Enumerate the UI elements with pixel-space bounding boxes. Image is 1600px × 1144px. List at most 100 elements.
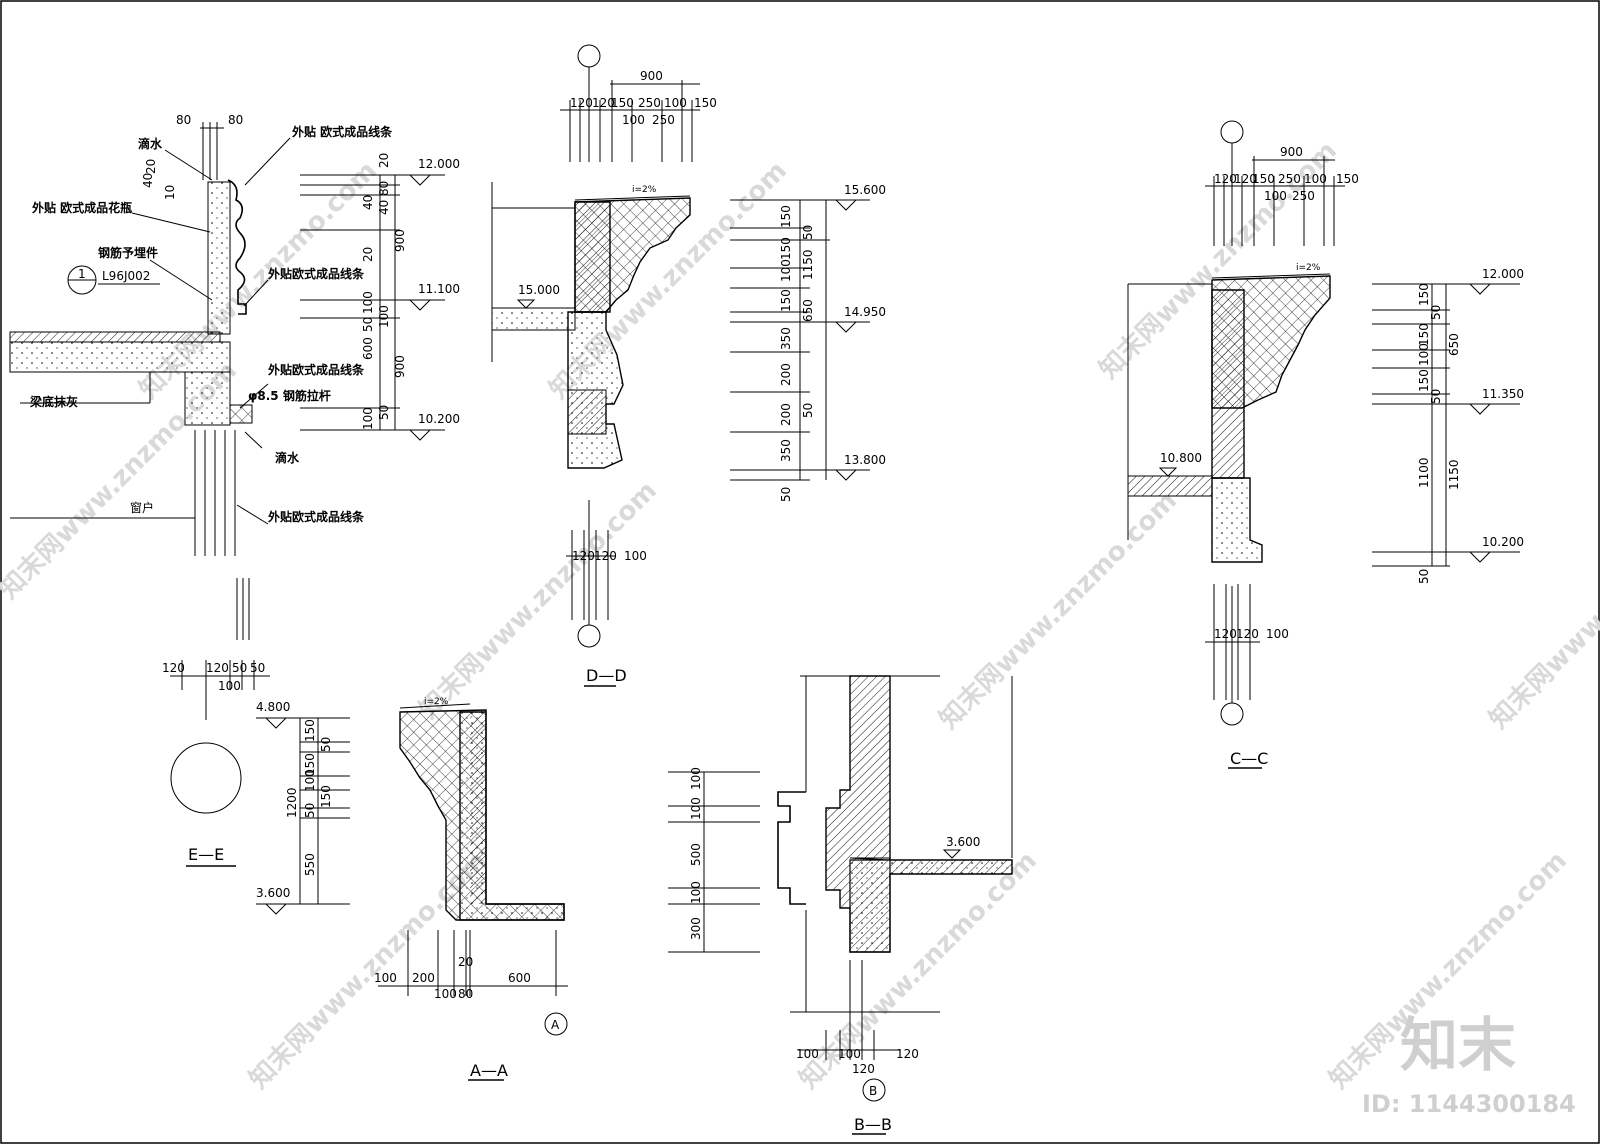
dim-vertical: 500 <box>689 843 703 866</box>
dim-vertical: 50 <box>1429 305 1443 320</box>
brand-logo-text: 知末 <box>1400 1011 1516 1079</box>
section-title: C—C <box>1230 749 1268 768</box>
dim-vertical: 50 <box>1429 389 1443 404</box>
axis-bubble <box>577 624 601 648</box>
dim-vertical: 100 <box>303 769 317 792</box>
dim-top: 120 <box>570 96 593 110</box>
dim-bottom: 120 <box>896 1047 919 1061</box>
elevation-mark: 11.100 <box>418 282 460 296</box>
dim-bottom: 200 <box>412 971 435 985</box>
dim-chain-left: 20 80 40 40 20 100 50 600 100 50 100 900… <box>300 153 445 431</box>
elevation-mark: 10.200 <box>418 412 460 426</box>
dim-top: 80 <box>228 113 243 127</box>
dim-vertical: 100 <box>689 881 703 904</box>
dim-vertical: 200 <box>779 363 793 386</box>
elevation-mark: 11.350 <box>1482 387 1524 401</box>
dim-vertical: 50 <box>377 405 391 420</box>
dim-vertical: 150 <box>779 205 793 228</box>
label-strip-bottom: 外贴欧式成品线条 <box>268 509 365 524</box>
label-strip-lower: 外贴欧式成品线条 <box>268 362 365 377</box>
dim-top: 150 <box>611 96 634 110</box>
watermark: 知末网www.znzmo.com <box>934 486 1183 735</box>
label-drip-bottom: 滴水 <box>275 450 300 465</box>
column-section-circle <box>170 742 242 814</box>
dim-top: 100 <box>1304 172 1327 186</box>
elevation-mark: 15.000 <box>518 283 560 297</box>
dim-vertical: 150 <box>303 719 317 742</box>
dim-top: 900 <box>1280 145 1303 159</box>
dim-top: 100 <box>1264 189 1287 203</box>
label-cornice-strip-top: 外贴 欧式成品线条 <box>292 124 393 139</box>
dim-bottom: 120 <box>594 549 617 563</box>
elevation-mark: 13.800 <box>844 453 886 467</box>
dim-vertical: 1100 <box>1417 457 1431 488</box>
section-title: B—B <box>854 1115 892 1134</box>
dim-vertical: 300 <box>689 917 703 940</box>
section-ee: 120 120 50 50 100 E—E 150 150 100 50 50 … <box>162 660 350 915</box>
elevation-mark: 12.000 <box>418 157 460 171</box>
label-drip-top: 滴水 <box>138 136 163 151</box>
section-dd: 900 120 120 150 250 100 150 100 250 i=2%… <box>491 44 886 687</box>
dim-top: 250 <box>638 96 661 110</box>
dim-vertical: 50 <box>801 225 815 240</box>
dim-vertical: 50 <box>779 487 793 502</box>
elevation-mark: 10.800 <box>1160 451 1202 465</box>
dim-vertical: 150 <box>779 289 793 312</box>
section-title: D—D <box>586 666 627 685</box>
label-rebar-tie: φ8.5 钢筋拉杆 <box>248 388 331 403</box>
dim-bottom: 100 <box>1266 627 1289 641</box>
watermark: 知末网www.znzmo.com <box>414 476 663 725</box>
dim-vertical: 50 <box>303 803 317 818</box>
dim-vertical: 50 <box>319 737 333 752</box>
dim-vertical: 100 <box>689 767 703 790</box>
dim-small: 20 <box>144 159 158 174</box>
dim-vertical: 150 <box>779 237 793 260</box>
slope-label: i=2% <box>424 697 449 707</box>
axis-label: B <box>869 1084 877 1098</box>
dim-vertical: 20 <box>361 247 375 262</box>
dim-vertical: 40 <box>361 195 375 210</box>
dim-vertical: 900 <box>393 355 407 378</box>
axis-bubble <box>1220 702 1244 726</box>
dim-vertical: 1150 <box>1447 459 1461 490</box>
dim-vertical: 50 <box>801 403 815 418</box>
dim-vertical: 50 <box>361 317 375 332</box>
dim-top: 100 <box>664 96 687 110</box>
dim-top: 120 <box>162 661 185 675</box>
dim-vertical: 650 <box>801 299 815 322</box>
dim-bottom: 100 <box>624 549 647 563</box>
dim-bottom: 80 <box>458 987 473 1001</box>
dim-top: 900 <box>640 69 663 83</box>
axis-bubble <box>577 44 601 68</box>
dim-vertical: 150 <box>319 785 333 808</box>
dim-vertical: 100 <box>377 305 391 328</box>
label-strip-mid: 外贴欧式成品线条 <box>268 266 365 281</box>
dim-bottom: 100 <box>796 1047 819 1061</box>
elevation-mark: 14.950 <box>844 305 886 319</box>
dim-small: 40 <box>141 173 155 188</box>
dim-vertical: 550 <box>303 853 317 876</box>
dim-vertical: 150 <box>1417 369 1431 392</box>
image-id-text: ID: 1144300184 <box>1362 1090 1576 1118</box>
label-flower-panel: 外贴 欧式成品花瓶 <box>32 200 132 215</box>
dim-vertical: 150 <box>1417 323 1431 346</box>
watermark: 知末网www.znzmo.com <box>1484 486 1600 735</box>
elevation-mark: 10.200 <box>1482 535 1524 549</box>
detail-ref-number: 1 <box>78 267 86 281</box>
dim-top: 250 <box>1292 189 1315 203</box>
dim-top: 120 <box>1214 172 1237 186</box>
axis-label: A <box>551 1018 560 1032</box>
dim-vertical: 350 <box>779 327 793 350</box>
dim-bottom: 120 <box>572 549 595 563</box>
dim-bottom: 120 <box>852 1062 875 1076</box>
label-window: 窗户 <box>130 500 154 515</box>
dim-top: 100 <box>218 679 241 693</box>
axis-bubble <box>862 1078 886 1102</box>
elevation-mark: 3.600 <box>946 835 980 849</box>
dim-bottom: 120 <box>1236 627 1259 641</box>
elevation-mark: 3.600 <box>256 886 290 900</box>
dim-top: 100 <box>622 113 645 127</box>
section-cc: 900 120 120 150 250 100 150 100 250 i=2%… <box>1127 120 1524 769</box>
dim-bottom: 100 <box>434 987 457 1001</box>
